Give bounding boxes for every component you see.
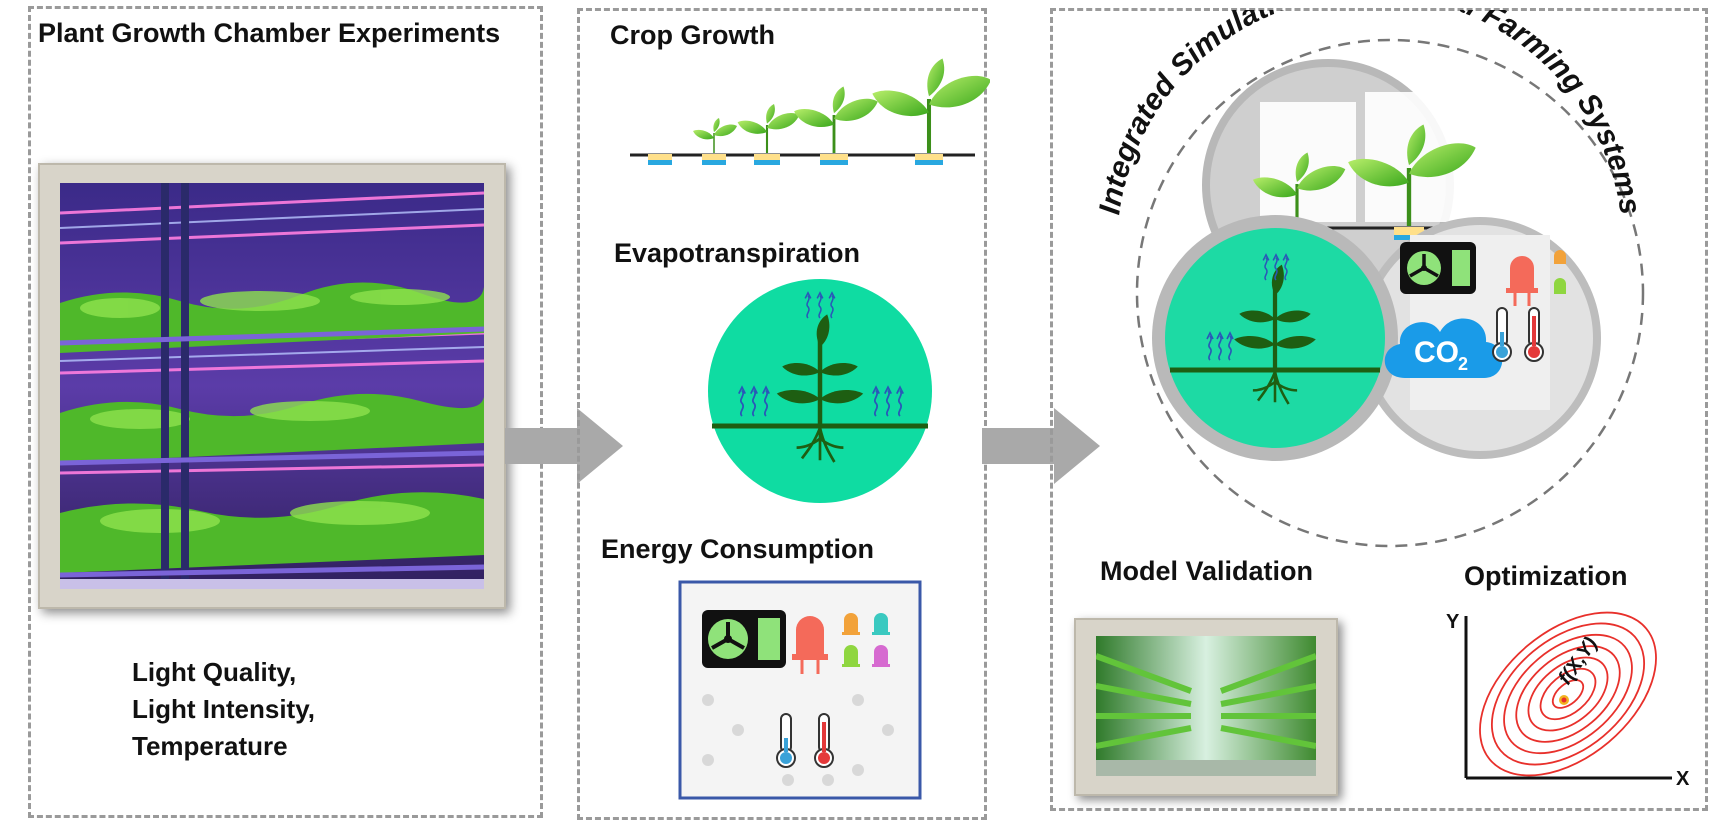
optimum-point-icon xyxy=(1559,695,1569,705)
svg-text:CO: CO xyxy=(1414,336,1459,369)
growth-chamber-photo-frame xyxy=(38,163,506,609)
flow-arrow-1 xyxy=(505,408,623,484)
crop-growth-illustration xyxy=(630,50,990,165)
optimization-contour-plot: Y X f(X,Y) xyxy=(1446,611,1690,790)
panel-growth-chamber xyxy=(28,6,543,818)
seedling-4-icon xyxy=(872,59,990,154)
validation-photo xyxy=(1096,636,1316,776)
energy-consumption-title: Energy Consumption xyxy=(601,534,875,564)
crop-growth-title: Crop Growth xyxy=(610,20,775,50)
integrated-thermometer-hot-icon xyxy=(1524,307,1544,362)
svg-text:2: 2 xyxy=(1458,354,1468,374)
evapotranspiration-illustration xyxy=(708,279,932,503)
integrated-led-icon xyxy=(1506,250,1566,306)
integrated-simulation-diagram: Integrated Simulation for Vertical Farmi… xyxy=(1093,10,1647,548)
growth-chamber-photo xyxy=(60,183,484,589)
hvac-unit-icon xyxy=(702,610,786,668)
flow-arrow-2 xyxy=(982,408,1100,484)
integrated-hvac-icon xyxy=(1400,242,1476,294)
thermometer-cold-icon xyxy=(776,713,796,768)
factor-light-intensity: Light Intensity, xyxy=(132,694,315,724)
x-axis-label: X xyxy=(1676,768,1690,790)
panel-integrated-simulation xyxy=(1050,8,1708,811)
led-small-icons xyxy=(842,613,890,667)
validation-photo-frame xyxy=(1074,618,1338,796)
factor-temperature: Temperature xyxy=(132,731,288,761)
panel-models xyxy=(577,8,987,820)
integrated-thermometer-cold-icon xyxy=(1492,307,1512,362)
factor-light-quality: Light Quality, xyxy=(132,657,297,687)
y-axis-label: Y xyxy=(1446,611,1460,633)
sprout-tray-row xyxy=(648,154,943,165)
evapotranspiration-title: Evapotranspiration xyxy=(614,238,861,268)
led-red-icon xyxy=(792,616,828,674)
thermometer-hot-icon xyxy=(814,713,834,768)
seedling-1-icon xyxy=(692,117,738,154)
seedling-2-icon xyxy=(736,102,801,155)
experiment-factors: Light Quality, Light Intensity, Temperat… xyxy=(132,654,315,765)
model-validation-title: Model Validation xyxy=(1100,556,1314,586)
optimization-title: Optimization xyxy=(1464,561,1628,591)
panel1-title: Plant Growth Chamber Experiments xyxy=(38,18,501,48)
co2-cloud-icon: CO 2 xyxy=(1384,318,1503,378)
energy-consumption-illustration xyxy=(678,580,922,800)
seedling-3-icon xyxy=(792,85,880,155)
